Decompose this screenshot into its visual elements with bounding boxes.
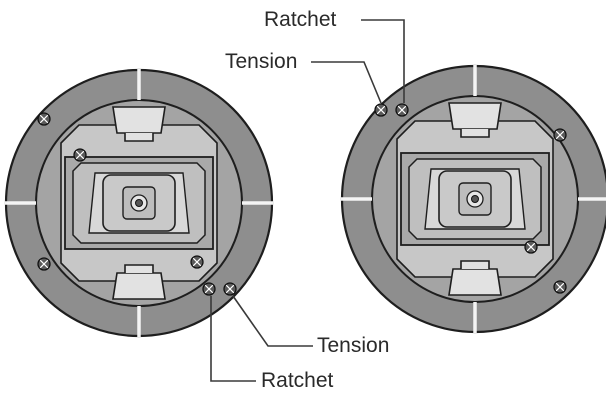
right-gimbal-screw [553, 280, 567, 294]
ratchet-label-bottom: Ratchet [261, 369, 334, 392]
left-gimbal-screw [73, 148, 87, 162]
tension-label-top: Tension [225, 50, 298, 73]
left-gimbal-screw [37, 112, 51, 126]
tension-bottom-leader [232, 295, 313, 347]
ratchet-top-leader [361, 19, 405, 103]
ratchet-bottom-leader [210, 296, 256, 382]
right-gimbal-screw [553, 128, 567, 142]
tension-label-bottom: Tension [317, 334, 390, 357]
left-gimbal-screw [190, 255, 204, 269]
right-gimbal-screw [524, 240, 538, 254]
ratchet-label-top: Ratchet [264, 8, 337, 31]
tension-top-leader [311, 61, 382, 104]
left-ratchet-screw [223, 282, 237, 296]
right-ratchet-screw [395, 103, 409, 117]
right-tension-screw [374, 103, 388, 117]
left-gimbal-screw [37, 257, 51, 271]
left-tension-screw [202, 282, 216, 296]
